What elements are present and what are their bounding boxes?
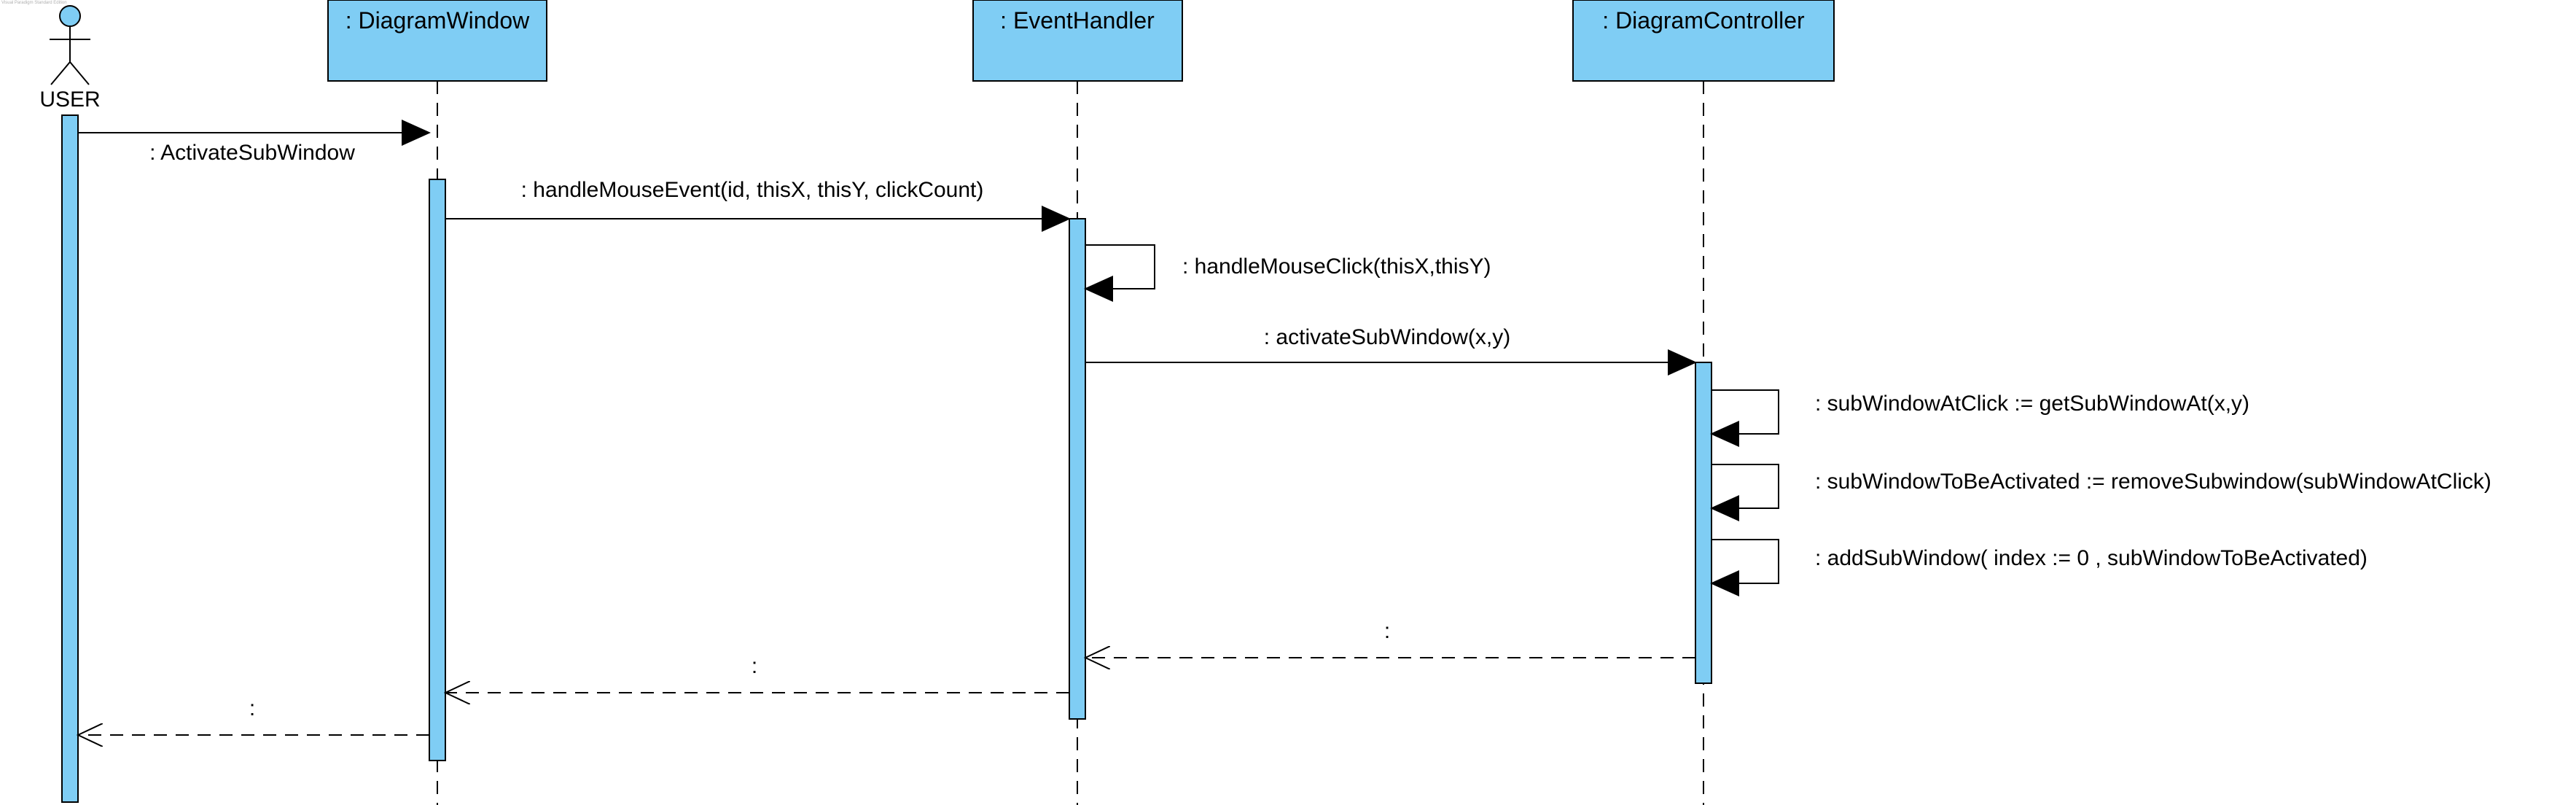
message-label: : addSubWindow( index := 0 , subWindowTo…	[1815, 546, 2368, 570]
stick-figure-icon	[50, 5, 90, 85]
lifeline-diagram-controller-label: : DiagramController	[1602, 7, 1805, 34]
message-event-handler-return[interactable]: :	[445, 654, 1069, 693]
self-call-arrow	[1710, 464, 1779, 521]
actor-user[interactable]: USER	[39, 5, 101, 112]
lifeline-event-handler-head[interactable]: : EventHandler	[972, 0, 1183, 82]
message-controller-return[interactable]: :	[1085, 619, 1695, 658]
message-activate-sub-window[interactable]: : ActivateSubWindow	[78, 120, 431, 165]
self-call-arrow	[1710, 389, 1779, 447]
message-diagram-window-return[interactable]: :	[78, 696, 429, 735]
message-handle-mouse-click-self[interactable]: : handleMouseClick(thisX,thisY)	[1084, 244, 1491, 302]
message-label: :	[1384, 619, 1390, 643]
lifeline-diagram-window-head[interactable]: : DiagramWindow	[327, 0, 547, 82]
message-label: :	[752, 654, 757, 678]
lifeline-diagram-window-label: : DiagramWindow	[346, 7, 530, 34]
message-label: : activateSubWindow(x,y)	[1264, 325, 1510, 349]
watermark-text: Visual Paradigm Standard Edition	[1, 1, 67, 5]
message-label: : handleMouseClick(thisX,thisY)	[1182, 254, 1491, 279]
self-call-arrow	[1084, 244, 1155, 302]
actor-user-label: USER	[39, 88, 100, 112]
activation-bar-diagram-window	[429, 179, 446, 761]
activation-bar-user	[61, 114, 79, 803]
message-activate-sub-window-xy[interactable]: : activateSubWindow(x,y)	[1085, 325, 1697, 376]
message-remove-subwindow-self[interactable]: : subWindowToBeActivated := removeSubwin…	[1710, 464, 2491, 521]
message-label: : subWindowAtClick := getSubWindowAt(x,y…	[1815, 392, 2249, 416]
self-call-arrow	[1710, 539, 1779, 596]
activation-bar-diagram-controller	[1695, 362, 1712, 684]
message-label: : handleMouseEvent(id, thisX, thisY, cli…	[521, 178, 984, 202]
lifeline-event-handler-label: : EventHandler	[1000, 7, 1155, 34]
message-label: : ActivateSubWindow	[149, 141, 355, 165]
activation-bar-event-handler	[1069, 218, 1086, 720]
message-handle-mouse-event[interactable]: : handleMouseEvent(id, thisX, thisY, cli…	[445, 178, 1071, 232]
message-label: : subWindowToBeActivated := removeSubwin…	[1815, 470, 2491, 494]
lifeline-diagram-controller-head[interactable]: : DiagramController	[1572, 0, 1835, 82]
message-label: :	[249, 696, 255, 720]
message-add-sub-window-self[interactable]: : addSubWindow( index := 0 , subWindowTo…	[1710, 539, 2368, 596]
message-get-sub-window-at-self[interactable]: : subWindowAtClick := getSubWindowAt(x,y…	[1710, 389, 2249, 447]
